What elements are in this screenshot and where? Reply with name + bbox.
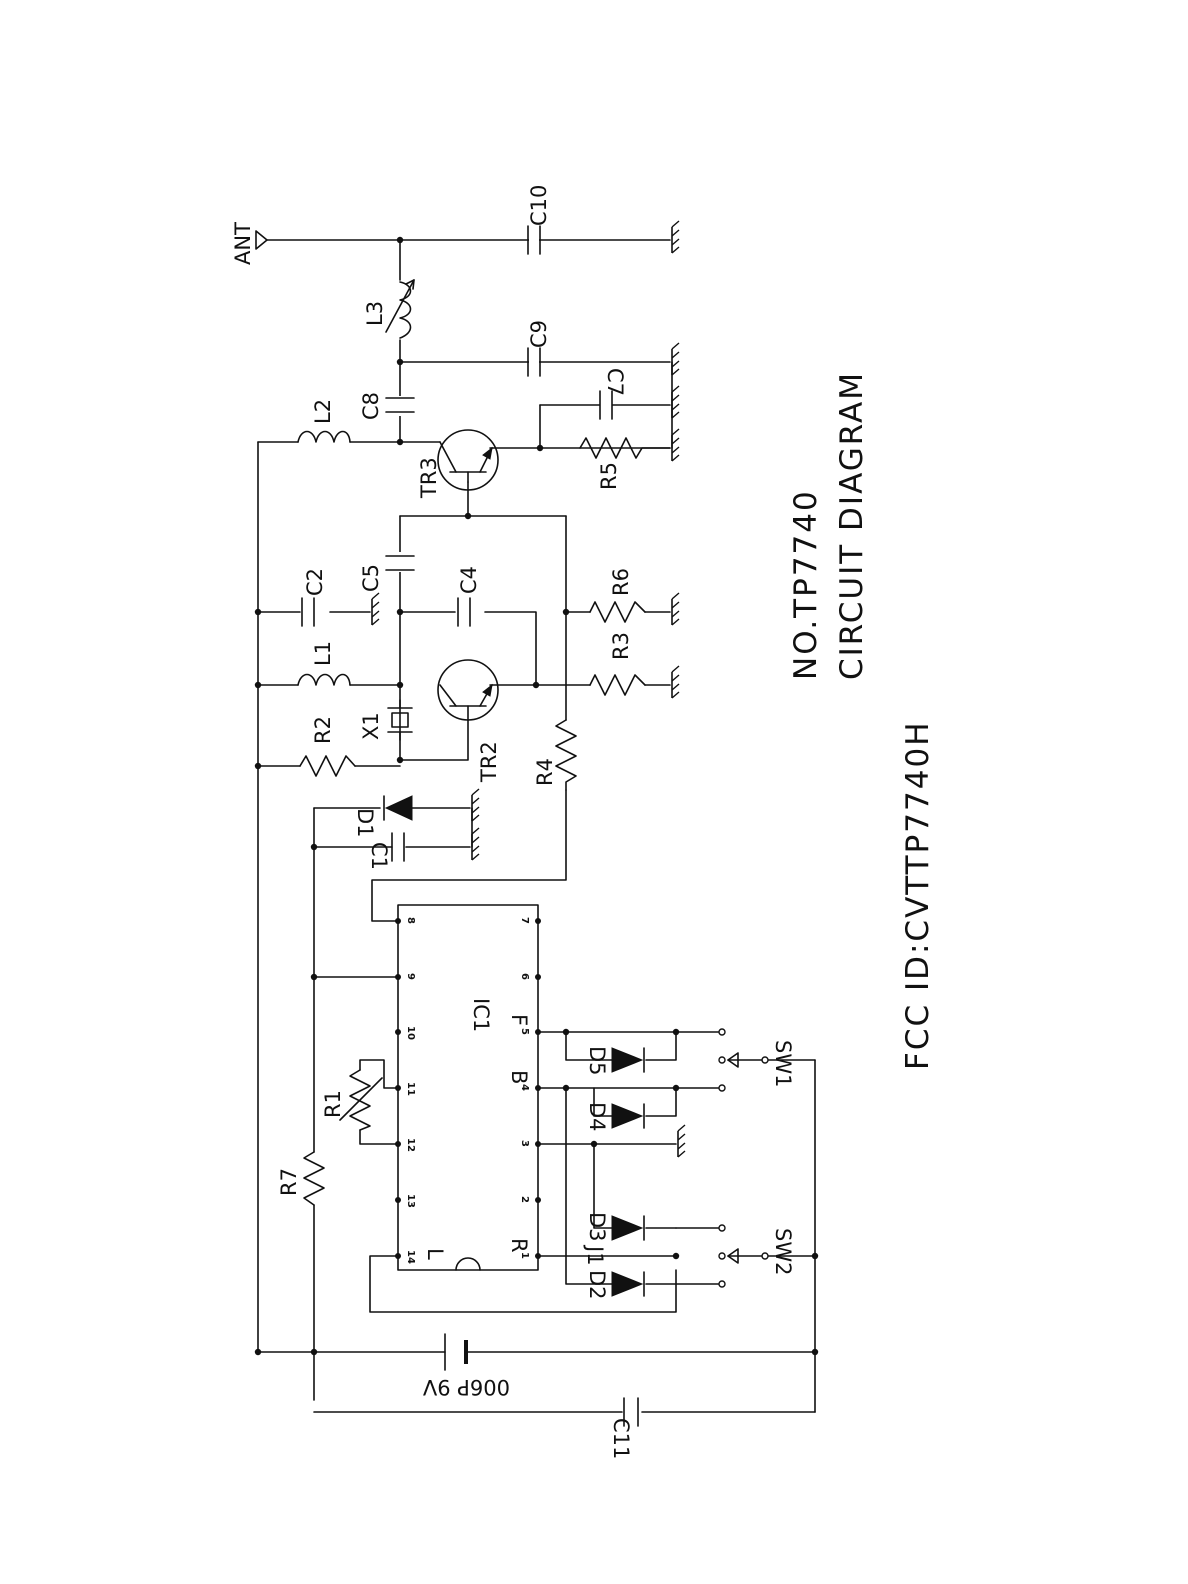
sw1-label: SW1 [771,1040,795,1087]
ic1-label: IC1 [469,998,493,1032]
c10-label: C10 [527,185,551,226]
j1-label: J1 [583,1244,607,1266]
diode-d1 [384,796,412,820]
antenna-symbol [256,231,267,249]
l2-label: L2 [311,399,335,424]
ic1-pin-10: 10 [405,1026,416,1040]
r3-label: R3 [609,632,633,660]
model-number-title: NO.TP7740 [788,489,824,680]
r7-label: R7 [277,1168,301,1196]
diode-d3 [612,1216,644,1240]
ic1-pin-2: 2 [519,1196,530,1203]
c4-label: C4 [457,566,481,594]
resistor-r6 [590,602,645,622]
r4-label: R4 [533,758,557,786]
ic1-pin-13: 13 [405,1194,416,1208]
resistor-r2 [300,756,355,776]
ic1-pin-8: 8 [405,917,416,924]
c2-label: C2 [303,568,327,596]
ic1-package [398,905,538,1270]
junction-dots [255,237,818,1355]
diode-d2 [612,1272,644,1296]
ic1-pin-letter-r: R [507,1238,531,1253]
c5-label: C5 [359,564,383,592]
transistor-tr3 [438,430,498,490]
diode-d5 [612,1048,644,1072]
capacitor-c10 [528,226,540,254]
r1-label: R1 [321,1090,345,1118]
fcc-id-text: FCC ID:CVTTP7740H [900,720,936,1070]
switch-sw2 [719,1225,768,1287]
ic1-pin-letter-f: F [507,1014,531,1026]
l3-label: L3 [363,301,387,326]
d3-label: D3 [585,1212,609,1242]
ic1-pin-6: 6 [519,973,530,980]
ic1-pin-14: 14 [405,1250,416,1264]
resistor-r7 [304,1152,324,1205]
d1-label: D1 [353,808,377,838]
ic1-pin-4: 4 [519,1084,530,1091]
capacitor-c5 [386,552,414,572]
antenna-label: ANT [231,222,255,265]
c1-label: C1 [367,842,391,870]
sw2-label: SW2 [771,1228,795,1275]
r2-label: R2 [311,716,335,744]
transistor-tr2 [438,660,498,720]
resistor-r1 [340,1070,382,1130]
l1-label: L1 [311,641,335,666]
capacitor-c2 [302,598,314,626]
ic1-pin-11: 11 [405,1082,416,1096]
ic1-pin-1: 1 [519,1252,530,1259]
circuit-diagram-title: CIRCUIT DIAGRAM [834,371,870,680]
inductor-l2 [298,432,350,443]
c9-label: C9 [527,320,551,348]
battery-symbol [445,1334,466,1370]
battery-label: 006P 9V [422,1375,510,1399]
capacitor-c4 [458,598,470,626]
ic1-pin-letter-l: L [423,1248,447,1260]
ic1-pin-letter-b: B [507,1070,531,1084]
ic1-pin-3: 3 [519,1140,530,1147]
resistor-r3 [590,675,645,695]
ic1-pin-7: 7 [519,917,530,924]
resistor-r4 [556,720,576,790]
x1-label: X1 [359,712,383,740]
inductor-l1 [298,675,350,686]
switch-sw1 [719,1029,768,1091]
d2-label: D2 [585,1270,609,1300]
d4-label: D4 [585,1102,609,1132]
inductor-l3 [386,280,414,338]
ic1-pin-5: 5 [519,1028,530,1035]
c8-label: C8 [359,392,383,420]
r6-label: R6 [609,568,633,596]
wiring [258,240,815,1412]
ic1-pin-12: 12 [405,1138,416,1152]
capacitor-c8 [386,396,414,416]
capacitor-c1 [392,833,404,861]
tr2-label: TR2 [477,741,501,783]
ic1-pin-9: 9 [405,973,416,980]
c11-label: C11 [609,1418,633,1459]
r5-label: R5 [597,462,621,490]
c7-label: C7 [603,368,627,396]
diode-d4 [612,1104,644,1128]
capacitor-c9 [528,348,540,376]
tr3-label: TR3 [417,457,441,499]
d5-label: D5 [585,1046,609,1076]
